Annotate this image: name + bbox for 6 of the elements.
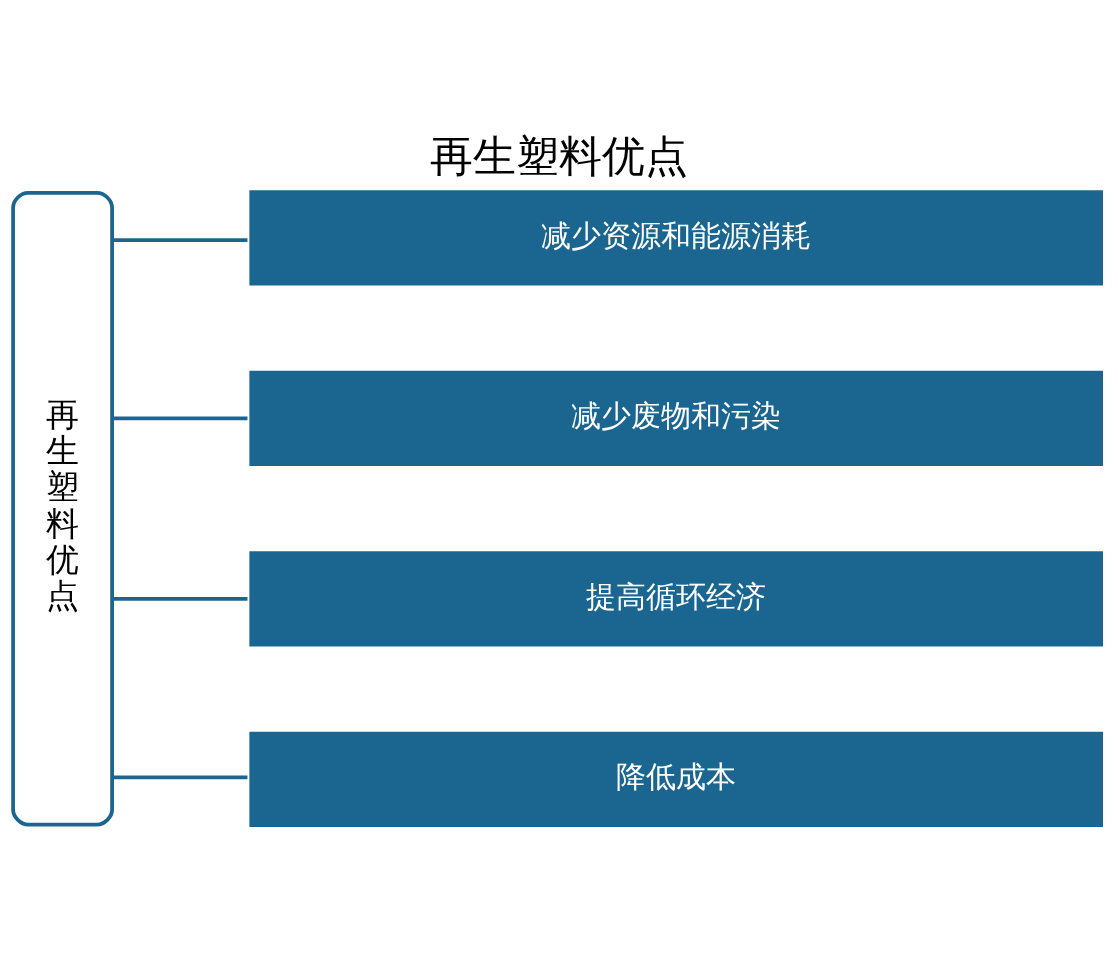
diagram-title: 再生塑料优点 bbox=[430, 130, 688, 181]
connector bbox=[112, 416, 248, 420]
connector bbox=[112, 774, 248, 779]
connector bbox=[112, 596, 248, 601]
connector bbox=[112, 237, 248, 242]
node-box: 再生塑料优点 bbox=[11, 190, 114, 826]
